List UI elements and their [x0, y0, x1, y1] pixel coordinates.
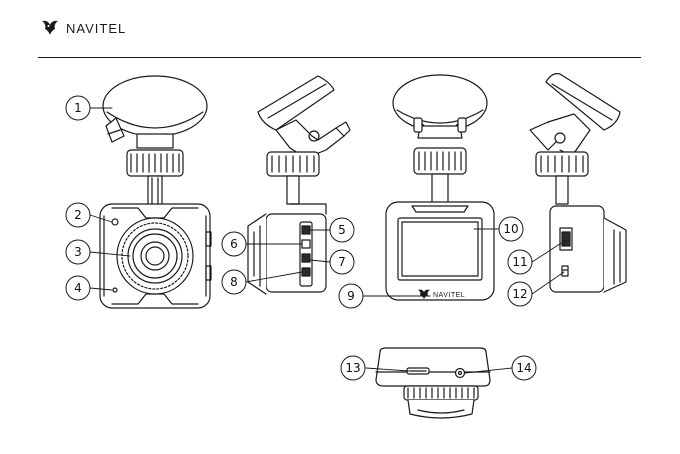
callout-11: 11 [512, 255, 527, 269]
callout-5: 5 [338, 223, 346, 237]
bottom-view [376, 348, 490, 418]
screen-brand-text: NAVITEL [433, 292, 465, 299]
front-view [100, 76, 211, 308]
callout-3: 3 [74, 245, 82, 259]
callout-12: 12 [512, 287, 527, 301]
back-view [386, 75, 494, 300]
callout-6: 6 [230, 237, 238, 251]
callout-7: 7 [338, 255, 346, 269]
callout-2: 2 [74, 208, 82, 222]
callout-9: 9 [347, 289, 355, 303]
callout-4: 4 [74, 281, 82, 295]
callout-10: 10 [503, 222, 518, 236]
side-view-ports [530, 74, 626, 292]
callout-8: 8 [230, 275, 238, 289]
callout-13: 13 [345, 361, 360, 375]
callout-14: 14 [516, 361, 531, 375]
callout-1: 1 [74, 101, 82, 115]
